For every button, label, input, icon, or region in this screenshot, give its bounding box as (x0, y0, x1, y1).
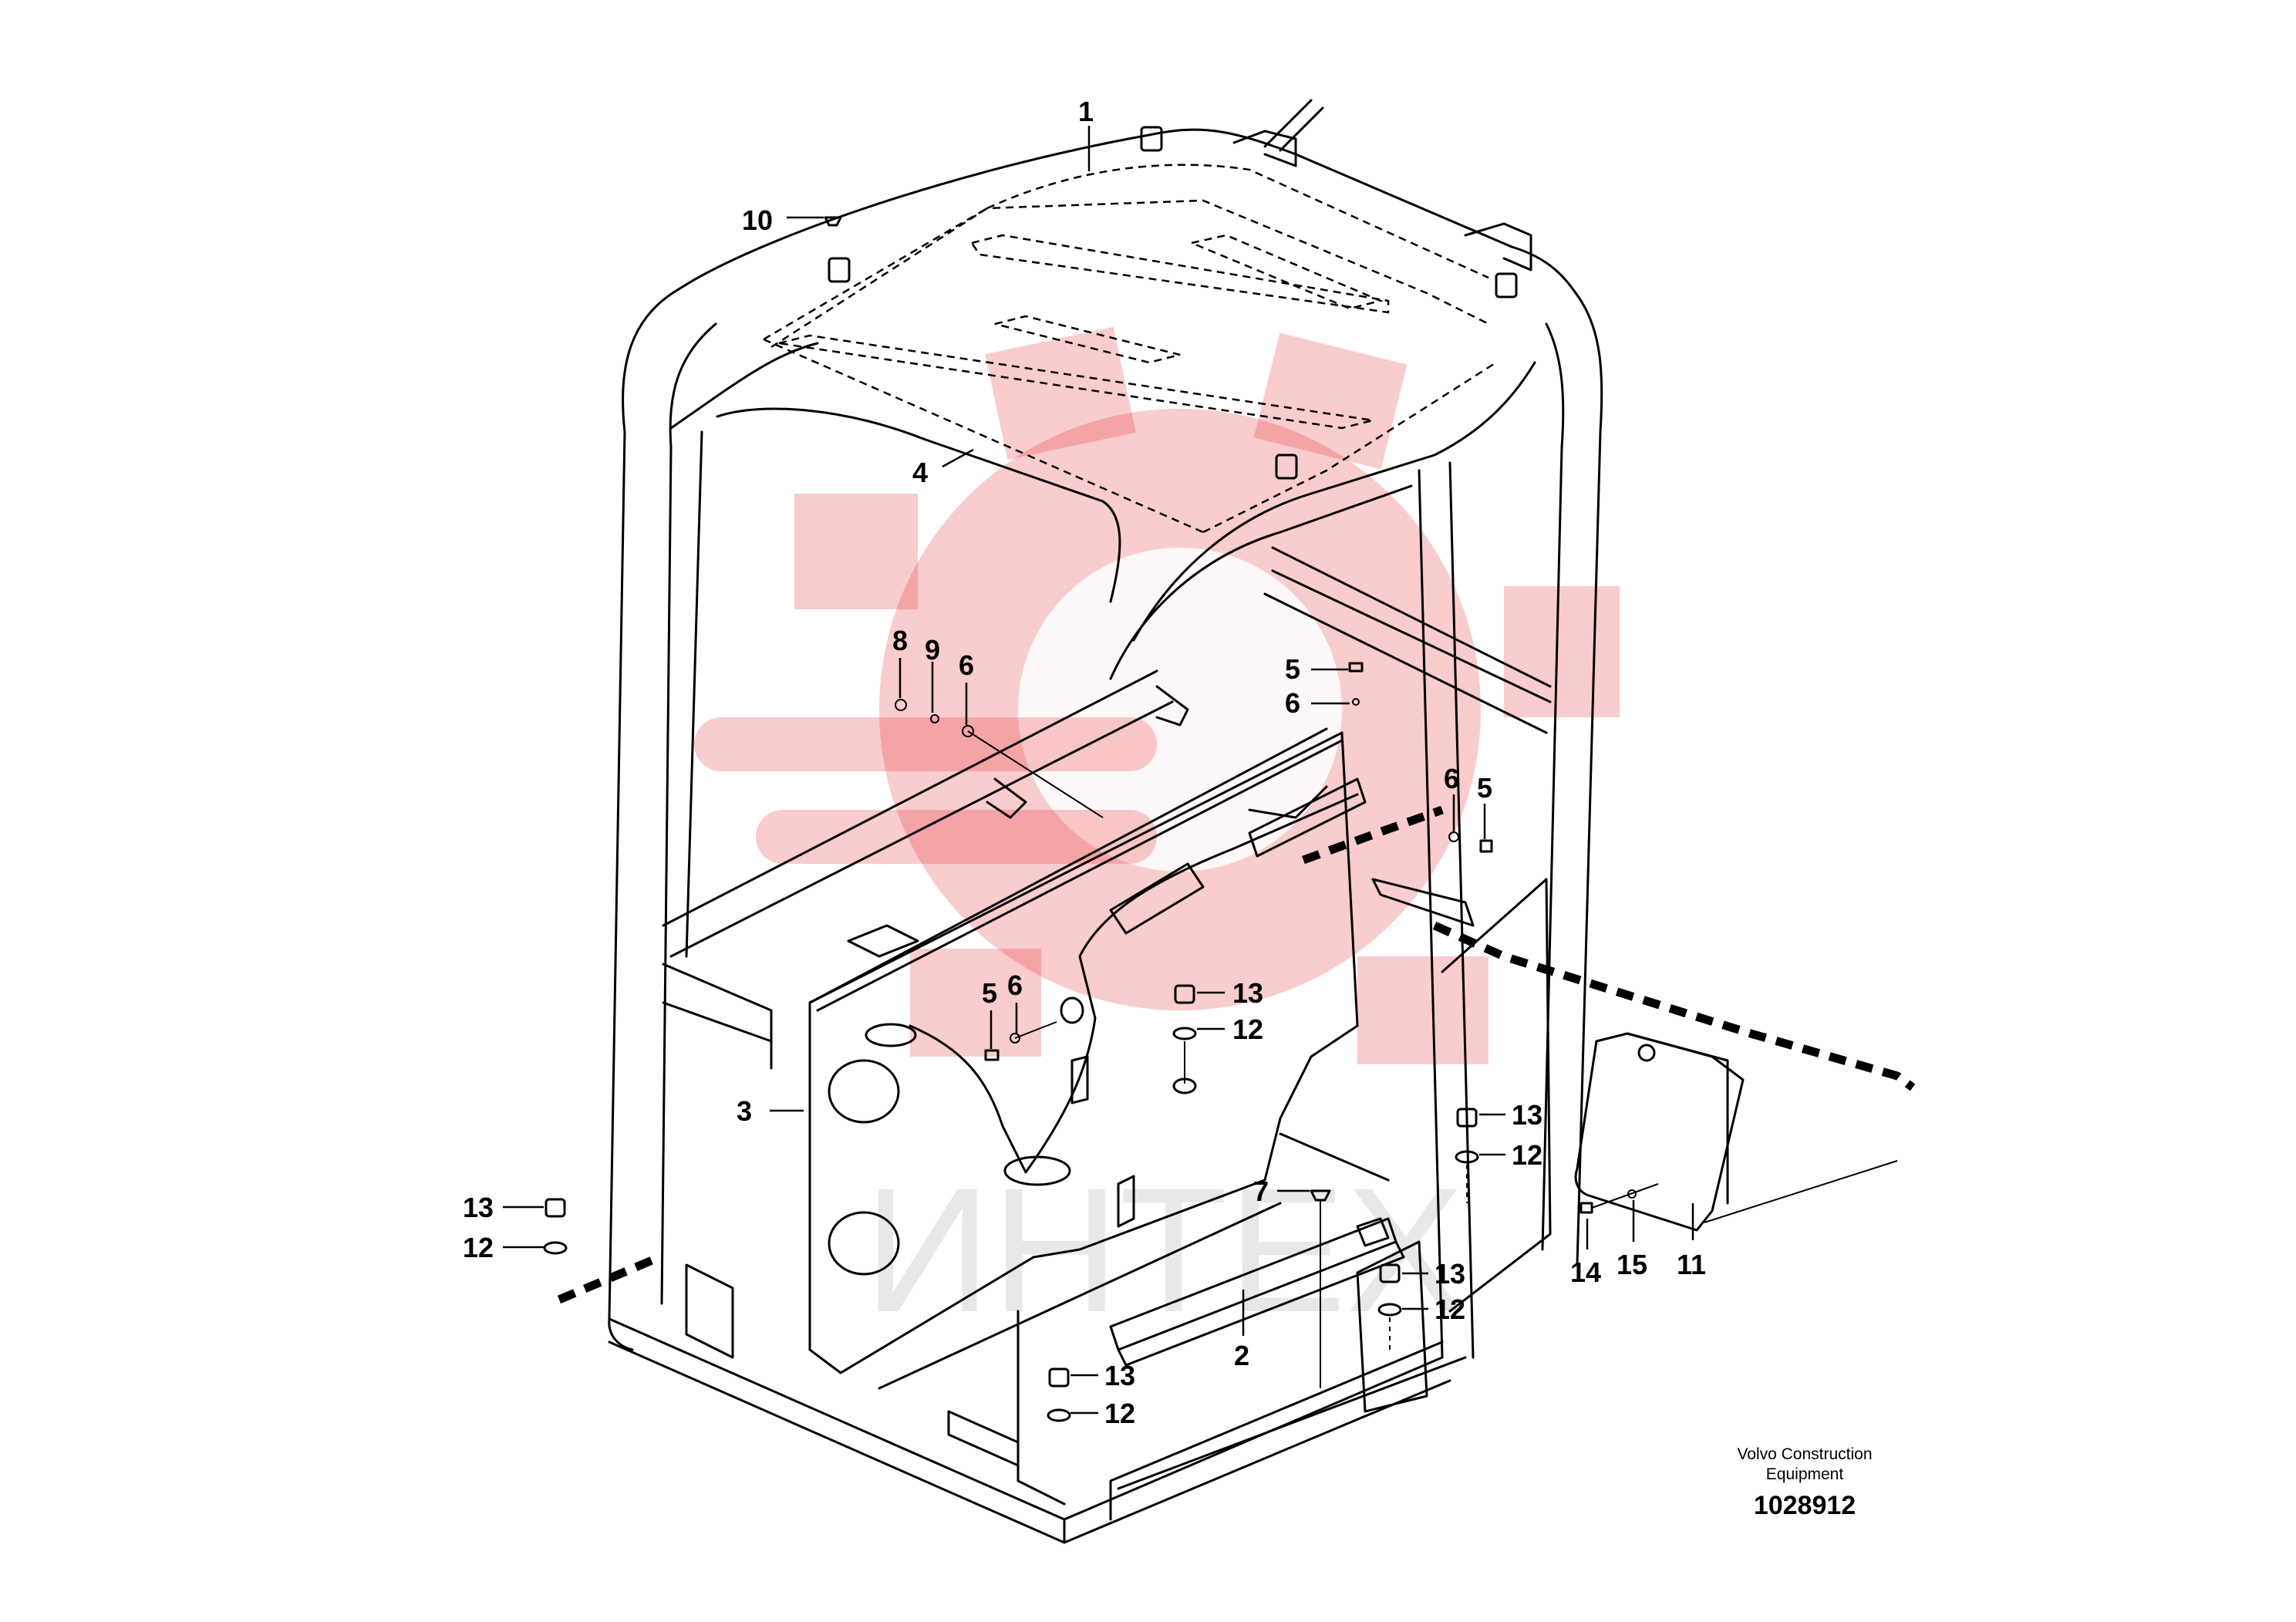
callout-4: 4 (912, 457, 928, 488)
callout-13: 13 (1512, 1099, 1542, 1131)
step-plate (1109, 1217, 1405, 1367)
callout-5: 5 (1285, 653, 1300, 685)
callout-6: 6 (959, 649, 974, 681)
cab-frame (608, 99, 1603, 1544)
callout-12: 12 (1435, 1293, 1465, 1325)
callout-5: 5 (1477, 772, 1492, 804)
watermark-gear-logo-icon (694, 326, 1620, 1064)
callout-14: 14 (1570, 1256, 1601, 1288)
callout-12: 12 (1512, 1139, 1542, 1171)
callout-13: 13 (1435, 1258, 1465, 1290)
callout-12: 12 (1104, 1398, 1135, 1429)
watermark-text: ИНТЕХ (864, 1151, 1465, 1349)
callout-9: 9 (925, 634, 940, 666)
wire-harness (557, 805, 1916, 1304)
company-name-line1: Volvo Construction (1737, 1445, 1872, 1463)
leader-lines (503, 126, 1694, 1415)
callout-labels: 1 10 4 8 9 6 5 6 6 5 5 6 13 12 13 12 3 1… (463, 96, 1706, 1429)
fasteners (543, 216, 1659, 1422)
callout-6: 6 (1007, 969, 1023, 1001)
callout-6: 6 (1285, 687, 1300, 719)
callout-5: 5 (982, 977, 997, 1009)
callout-6: 6 (1444, 763, 1459, 794)
callout-7: 7 (1253, 1175, 1269, 1207)
side-cover (1574, 1032, 1898, 1232)
callout-15: 15 (1617, 1249, 1647, 1280)
callout-2: 2 (1234, 1340, 1249, 1371)
svg-text:ИНТЕХ: ИНТЕХ (864, 1151, 1465, 1349)
callout-13: 13 (1104, 1360, 1135, 1391)
company-name-line2: Equipment (1766, 1465, 1844, 1483)
callout-1: 1 (1078, 96, 1094, 127)
callout-13: 13 (463, 1192, 494, 1223)
drawing-footer: Volvo Construction Equipment 1028912 (1737, 1445, 1872, 1520)
drawing-number: 1028912 (1754, 1491, 1856, 1520)
callout-8: 8 (892, 625, 908, 656)
side-panel (662, 669, 1475, 1374)
callout-13: 13 (1232, 977, 1263, 1009)
callout-10: 10 (742, 204, 773, 236)
callout-3: 3 (737, 1095, 752, 1127)
callout-12: 12 (463, 1232, 494, 1263)
callout-11: 11 (1677, 1249, 1706, 1280)
callout-12: 12 (1232, 1013, 1263, 1045)
